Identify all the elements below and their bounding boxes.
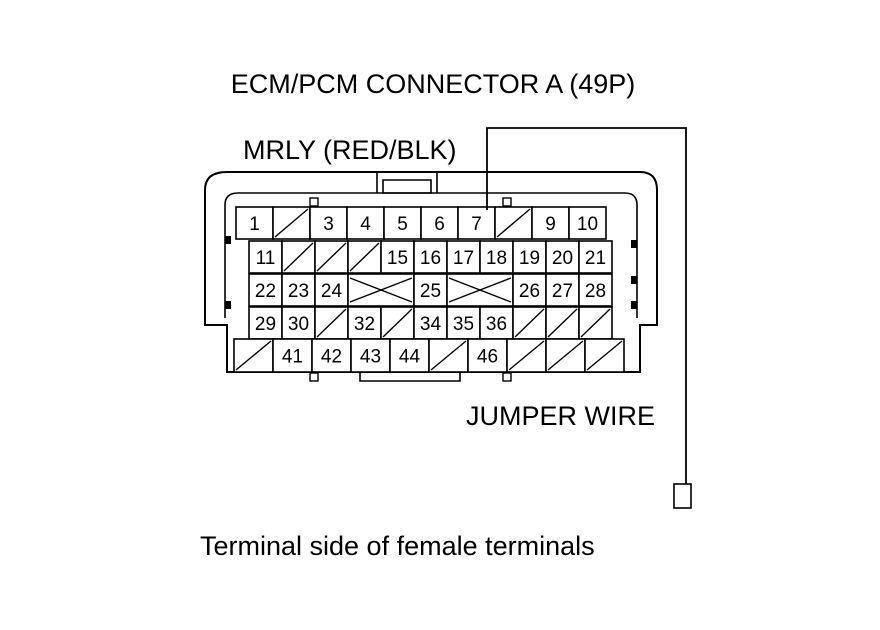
terminal-cell xyxy=(281,273,316,307)
blank-slash xyxy=(508,340,545,371)
cavity-cross xyxy=(349,277,413,303)
terminal-cell xyxy=(446,240,481,274)
blank-slash xyxy=(316,308,347,338)
terminal-number: 7 xyxy=(471,214,482,235)
terminal-cell xyxy=(479,240,514,274)
connector-housing xyxy=(204,171,658,373)
terminal-cell xyxy=(568,206,607,240)
terminal-number: 15 xyxy=(387,248,408,269)
side-marker xyxy=(631,301,637,309)
blank-slash xyxy=(547,340,584,371)
terminal-number: 4 xyxy=(360,214,371,235)
side-marker xyxy=(631,240,637,248)
terminal-number: 35 xyxy=(453,314,474,335)
terminal-number: 42 xyxy=(321,347,342,368)
terminal-number: 41 xyxy=(282,347,303,368)
terminal-number: 18 xyxy=(486,248,507,269)
blank-slash xyxy=(586,340,623,371)
terminal-cell xyxy=(347,306,382,340)
terminal-number: 22 xyxy=(255,281,276,302)
locator-tab xyxy=(309,372,319,382)
terminal-number: 11 xyxy=(256,248,276,269)
terminal-number: 25 xyxy=(420,281,441,302)
jumper-wire-label: JUMPER WIRE xyxy=(466,401,655,431)
terminal-cell xyxy=(578,240,613,274)
terminal-number: 20 xyxy=(552,248,573,269)
terminal-number: 9 xyxy=(545,214,556,235)
terminal-cell xyxy=(545,273,580,307)
terminal-number: 32 xyxy=(354,314,375,335)
blank-slash xyxy=(514,308,545,338)
terminal-cell xyxy=(309,206,348,240)
terminal-cell xyxy=(545,240,580,274)
terminal-cell xyxy=(389,338,430,373)
terminal-cell xyxy=(413,240,448,274)
terminal-number: 3 xyxy=(323,214,334,235)
terminal-number: 5 xyxy=(397,214,408,235)
blank-slash xyxy=(316,242,347,272)
terminal-number: 36 xyxy=(486,314,507,335)
side-marker xyxy=(225,236,231,244)
terminal-cell xyxy=(413,273,448,307)
side-marker xyxy=(225,301,231,309)
blank-slash xyxy=(235,340,272,371)
terminal-cell xyxy=(578,273,613,307)
cavity-cross xyxy=(448,277,512,303)
terminal-number: 44 xyxy=(399,347,421,368)
terminal-number: 6 xyxy=(434,214,445,235)
terminal-number: 34 xyxy=(420,314,442,335)
terminal-cell xyxy=(346,206,385,240)
terminal-number: 29 xyxy=(255,314,276,335)
jumper-wire-end xyxy=(673,483,692,509)
terminal-number: 24 xyxy=(321,281,343,302)
terminal-side-caption: Terminal side of female terminals xyxy=(200,531,595,561)
locator-tab xyxy=(502,197,512,207)
terminal-number: 26 xyxy=(519,281,540,302)
side-marker xyxy=(631,276,637,284)
terminal-number: 46 xyxy=(477,347,498,368)
locator-tab xyxy=(502,372,512,382)
bottom-key xyxy=(359,372,461,382)
blank-slash xyxy=(283,242,314,272)
terminal-number: 1 xyxy=(249,214,260,235)
terminal-cell xyxy=(512,240,547,274)
locking-tab xyxy=(376,172,438,194)
blank-slash xyxy=(349,242,380,272)
terminal-cell xyxy=(248,240,283,274)
blank-slash xyxy=(430,340,467,371)
terminal-cell xyxy=(420,206,459,240)
terminal-number: 27 xyxy=(552,281,573,302)
terminal-number: 23 xyxy=(288,281,309,302)
terminal-cell xyxy=(248,273,283,307)
terminal-number: 30 xyxy=(288,314,309,335)
terminal-number: 43 xyxy=(360,347,381,368)
terminal-cell xyxy=(235,206,274,240)
wire-color-label: MRLY (RED/BLK) xyxy=(243,135,457,165)
terminal-cell xyxy=(314,273,349,307)
blank-slash xyxy=(547,308,578,338)
jumper-wire xyxy=(486,127,687,484)
connector-title: ECM/PCM CONNECTOR A (49P) xyxy=(231,69,636,99)
terminal-number: 10 xyxy=(577,214,598,235)
terminal-number: 17 xyxy=(453,248,474,269)
terminal-number: 21 xyxy=(585,248,606,269)
locator-tab xyxy=(309,197,319,207)
connector-inner-outline xyxy=(224,192,638,318)
terminal-number: 19 xyxy=(519,248,540,269)
blank-slash xyxy=(274,208,309,238)
blank-slash xyxy=(580,308,611,338)
terminal-number: 28 xyxy=(585,281,606,302)
blank-slash xyxy=(382,308,413,338)
blank-slash xyxy=(496,208,531,238)
terminal-number: 16 xyxy=(420,248,441,269)
terminal-cell xyxy=(311,338,352,373)
